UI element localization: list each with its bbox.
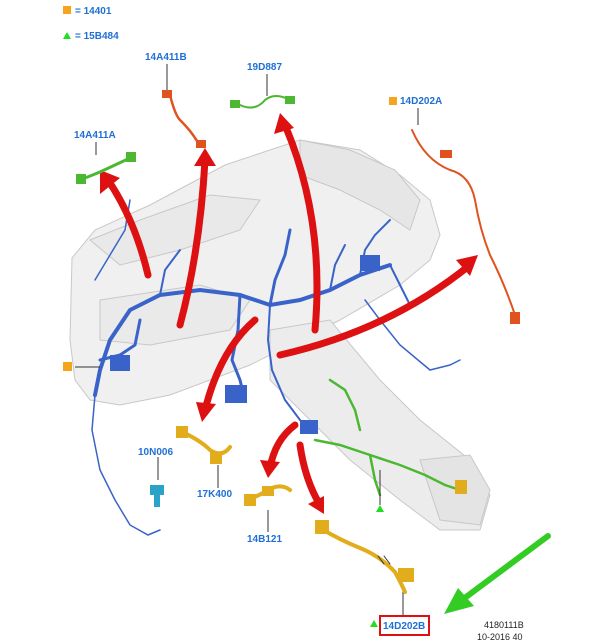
harness-14A411B (162, 90, 206, 148)
harness-14D202B (315, 520, 414, 594)
figure-id: 4180111B (484, 620, 524, 630)
legend-green-label: = 15B484 (75, 31, 119, 42)
green-pointer-arrow (444, 533, 551, 614)
arrow-14A411A (104, 176, 152, 279)
label-14D202B: 14D202B (383, 621, 425, 632)
harness-14D202A (411, 129, 520, 324)
harness-19D887 (230, 95, 295, 109)
legend-orange-label: = 14401 (75, 6, 112, 17)
label-14B121: 14B121 (247, 534, 282, 545)
label-14A411B: 14A411B (145, 52, 187, 63)
label-10N006: 10N006 (138, 447, 173, 458)
green-triangle-marker (376, 505, 384, 512)
arrow-17K400 (201, 316, 259, 414)
console-harness (313, 378, 467, 497)
arrow-14D202A (276, 261, 474, 359)
dashboard-outline (69, 139, 491, 531)
label-14A411A: 14A411A (74, 130, 116, 141)
arrow-14A411B (176, 156, 209, 329)
legend: = 14401 = 15B484 (63, 6, 119, 42)
orange-square-marker (389, 97, 397, 105)
date-code: 10-2016 40 (477, 632, 523, 642)
orange-square-marker (63, 362, 72, 371)
red-arrows (100, 113, 478, 514)
callout-leaders (75, 64, 419, 615)
arrow-14D202B (296, 441, 324, 509)
harness-14B121 (244, 484, 292, 506)
label-19D887: 19D887 (247, 62, 282, 73)
orange-square-icon (63, 6, 71, 14)
green-triangle-marker (370, 620, 378, 627)
arrow-19D887 (281, 121, 321, 334)
highlight-box (379, 615, 430, 636)
harness-17K400 (176, 426, 232, 464)
label-14D202A: 14D202A (400, 96, 442, 107)
green-triangle-icon (63, 32, 71, 39)
label-17K400: 17K400 (197, 489, 232, 500)
harness-14A411A (76, 152, 136, 184)
harness-10N006 (150, 485, 164, 507)
